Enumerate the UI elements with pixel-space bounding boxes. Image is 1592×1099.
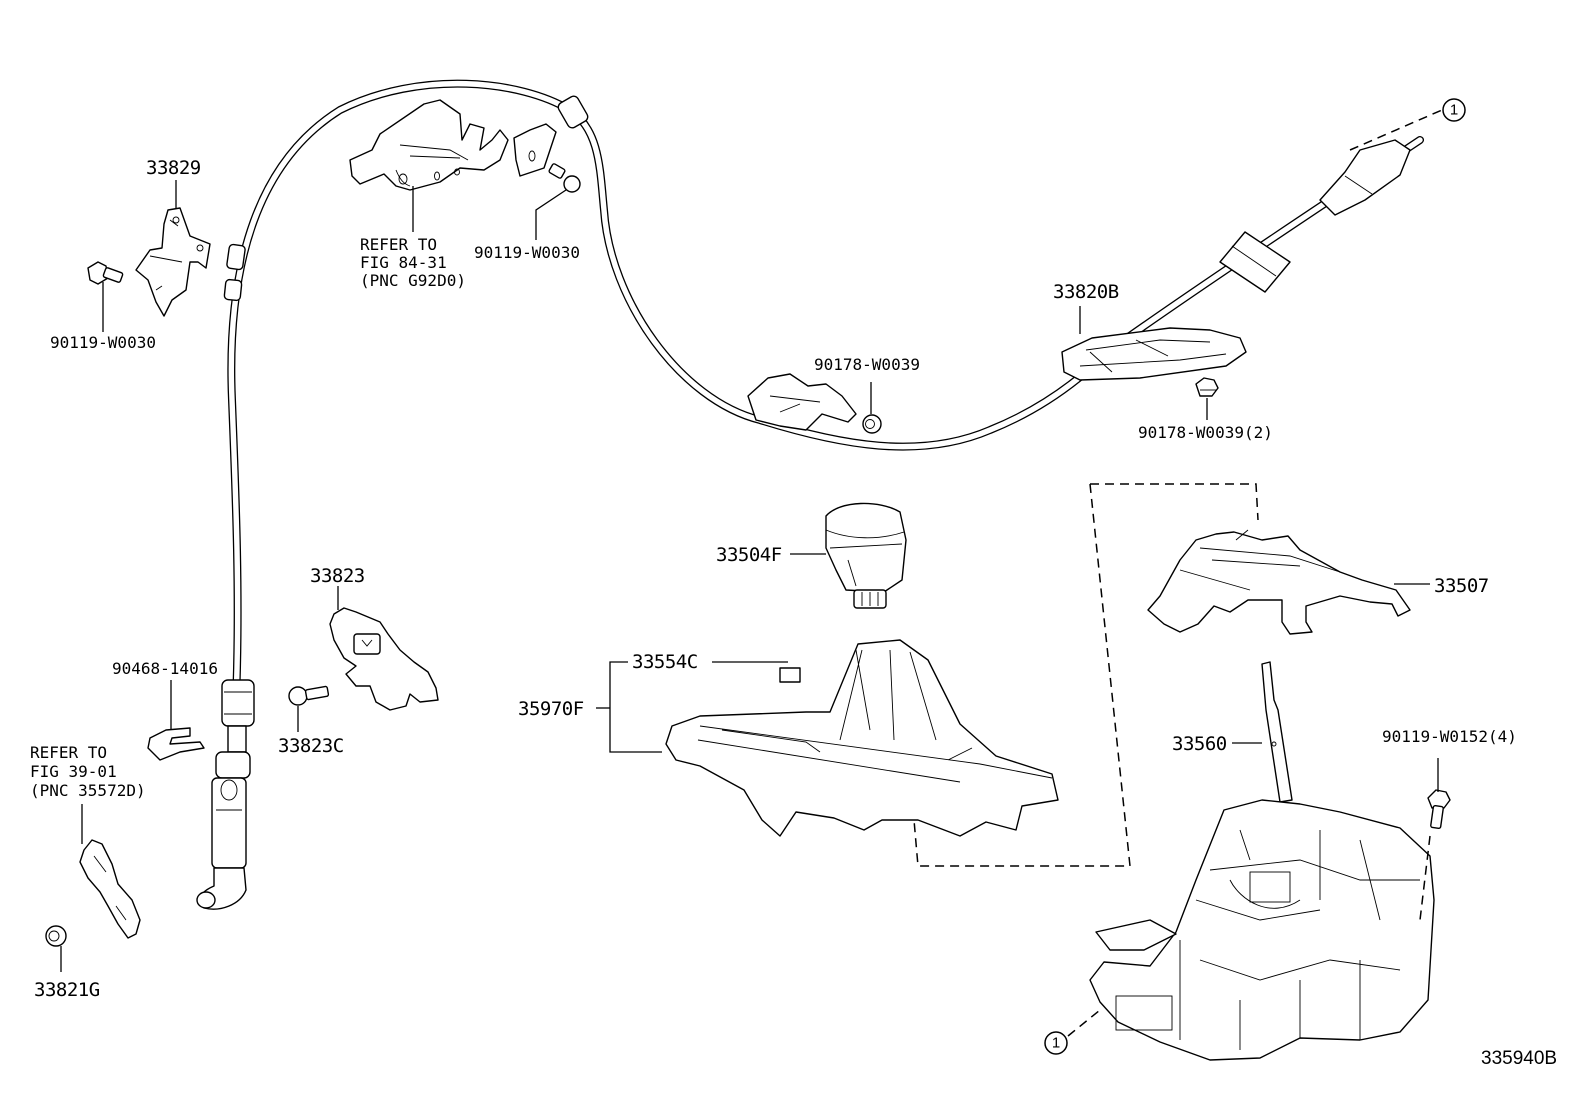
reference-lines — [913, 109, 1443, 1037]
bracket-fig-39-01 — [79, 839, 141, 939]
bolt-90119-W0030-left — [87, 261, 124, 285]
clip-90468-14016 — [147, 727, 205, 761]
label-33504F[interactable]: 33504F — [716, 544, 782, 566]
part-35970F-console — [665, 639, 1059, 837]
label-90468-14016[interactable]: 90468-14016 — [112, 659, 218, 678]
label-33823C[interactable]: 33823C — [278, 735, 344, 757]
label-refer-fig-39-01-line1[interactable]: REFER TO — [30, 743, 107, 762]
part-33560-shift-assembly — [1089, 661, 1435, 1061]
nut-90178-W0039 — [862, 414, 882, 434]
part-33820B — [1061, 327, 1247, 381]
bracket-fig-84-31 — [349, 99, 557, 191]
leader-lines — [60, 180, 1439, 972]
cable-bracket-mid — [747, 373, 857, 431]
label-90178-W0039-2[interactable]: 90178-W0039(2) — [1138, 423, 1273, 442]
label-35970F[interactable]: 35970F — [518, 698, 584, 720]
label-refer-fig-39-01-line2[interactable]: FIG 39-01 — [30, 762, 117, 781]
nut-33821G — [45, 925, 67, 947]
label-33829[interactable]: 33829 — [146, 157, 201, 179]
label-90119-W0030-top[interactable]: 90119-W0030 — [474, 243, 580, 262]
cable-end-upper — [1219, 139, 1411, 293]
label-33821G[interactable]: 33821G — [34, 979, 100, 1001]
callout-marker-bottom: 1 — [1044, 1031, 1068, 1055]
svg-text:1: 1 — [1450, 102, 1458, 119]
nut-90178-W0039-2 — [1195, 377, 1219, 397]
callout-marker-top: 1 — [1442, 98, 1466, 122]
part-33507-housing — [1147, 529, 1411, 635]
bolt-90119-W0152 — [1427, 789, 1451, 830]
label-33507[interactable]: 33507 — [1434, 575, 1489, 597]
label-90119-W0152-4[interactable]: 90119-W0152(4) — [1382, 727, 1517, 746]
label-33560[interactable]: 33560 — [1172, 733, 1227, 755]
part-33504F-knob — [825, 502, 907, 609]
label-refer-fig-84-31-line1[interactable]: REFER TO — [360, 235, 437, 254]
label-90178-W0039[interactable]: 90178-W0039 — [814, 355, 920, 374]
label-refer-fig-84-31-line3[interactable]: (PNC G92D0) — [360, 271, 466, 290]
part-33823-bracket — [329, 607, 439, 711]
label-90119-W0030-left[interactable]: 90119-W0030 — [50, 333, 156, 352]
part-33829-bracket — [135, 207, 211, 317]
label-refer-fig-84-31-line2[interactable]: FIG 84-31 — [360, 253, 447, 272]
label-33823[interactable]: 33823 — [310, 565, 365, 587]
bolt-33823C — [288, 685, 330, 706]
figure-code: 335940B — [1481, 1048, 1557, 1069]
label-refer-fig-39-01-line3[interactable]: (PNC 35572D) — [30, 781, 146, 800]
svg-text:1: 1 — [1052, 1035, 1060, 1052]
label-33820B[interactable]: 33820B — [1053, 281, 1119, 303]
bolt-90119-W0030-top — [548, 163, 581, 193]
cable-end-lower — [196, 679, 255, 910]
label-33554C[interactable]: 33554C — [632, 651, 698, 673]
